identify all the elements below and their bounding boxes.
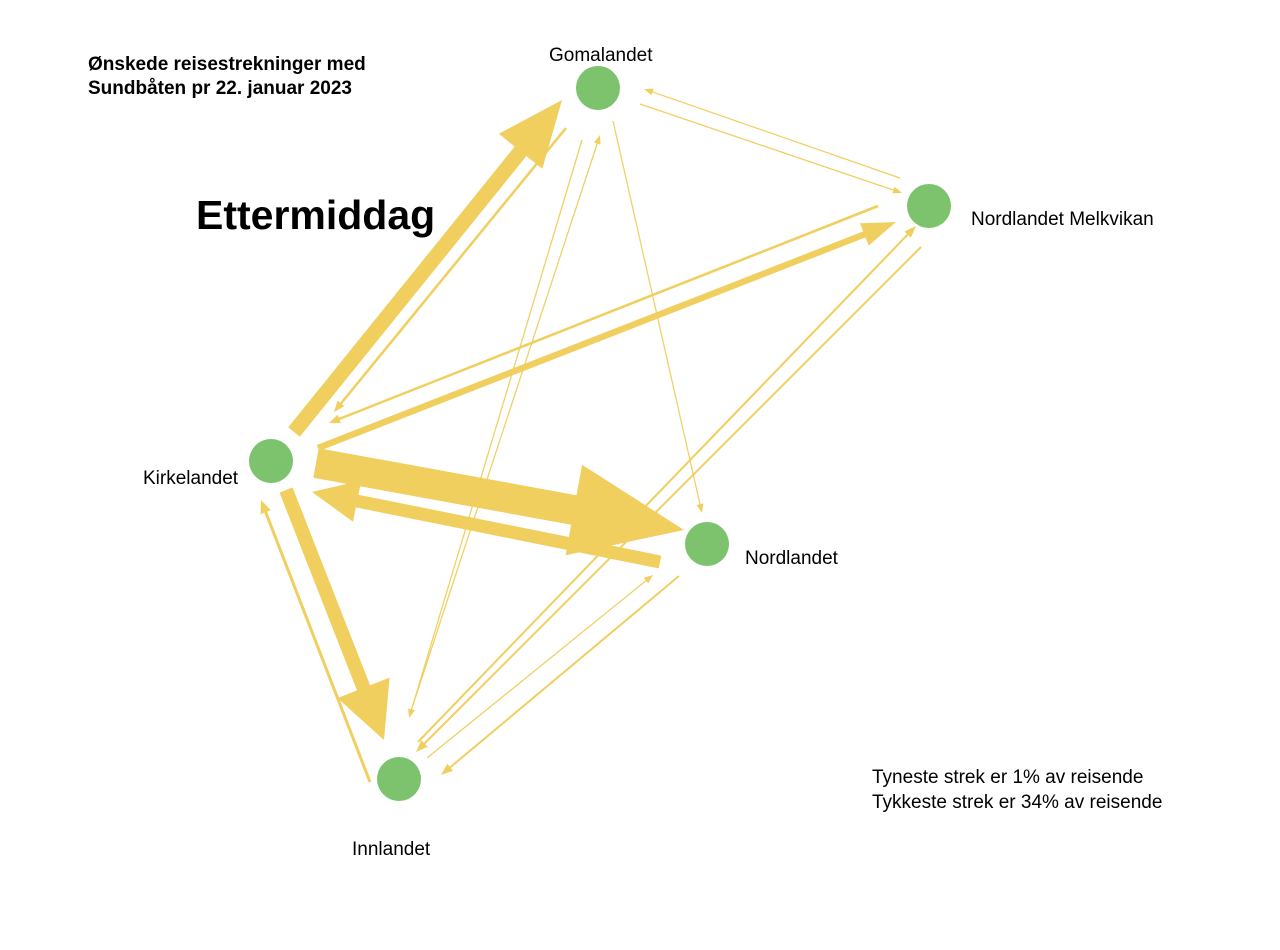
node-markers [249, 66, 951, 801]
flow-arrow-nordlandet-melkvikan-to-kirkelandet [329, 204, 879, 424]
flow-arrow-gomalandet-to-nordlandet [612, 120, 704, 514]
flow-arrow-innlandet-to-nordlandet-melkvikan [417, 226, 916, 743]
node-label-gomalandet: Gomalandet [549, 45, 653, 66]
flow-arrow-gomalandet-to-kirkelandet [334, 127, 567, 412]
flow-arrow-kirkelandet-to-innlandet [279, 487, 390, 740]
diagram-title-line-2: Sundbåten pr 22. januar 2023 [88, 78, 352, 99]
diagram-title: Ønskede reisestrekninger med Sundbåten p… [88, 53, 366, 101]
node-marker-gomalandet [576, 66, 620, 110]
flow-arrow-kirkelandet-to-nordlandet [313, 448, 684, 556]
period-label: Ettermiddag [196, 192, 436, 238]
legend-thickest: Tykkeste strek er 34% av reisende [872, 792, 1163, 813]
flow-arrow-gomalandet-to-innlandet [408, 139, 583, 719]
legend-thinnest: Tyneste strek er 1% av reisende [872, 767, 1144, 788]
node-marker-innlandet [377, 757, 421, 801]
flow-arrow-kirkelandet-to-gomalandet [288, 100, 562, 437]
flow-arrow-nordlandet-melkvikan-to-gomalandet [644, 88, 901, 179]
flow-arrow-nordlandet-to-innlandet [441, 575, 680, 775]
node-label-kirkelandet: Kirkelandet [143, 468, 239, 489]
flow-arrow-innlandet-to-nordlandet [426, 575, 653, 759]
node-marker-kirkelandet [249, 439, 293, 483]
legend: Tyneste strek er 1% av reisende Tykkeste… [872, 765, 1162, 815]
diagram-title-line-1: Ønskede reisestrekninger med [88, 54, 366, 75]
flow-arrows [260, 88, 922, 783]
node-marker-nordlandet-melkvikan [907, 184, 951, 228]
flow-arrow-innlandet-to-kirkelandet [260, 500, 372, 783]
node-label-innlandet: Innlandet [352, 839, 431, 860]
flow-arrow-kirkelandet-to-nordlandet-melkvikan [316, 222, 896, 451]
flow-arrow-nordlandet-to-kirkelandet [312, 480, 662, 569]
flow-arrow-gomalandet-to-nordlandet-melkvikan [639, 103, 902, 194]
flow-arrow-innlandet-to-gomalandet [412, 135, 601, 706]
node-label-nordlandet-melkvikan: Nordlandet Melkvikan [971, 209, 1154, 230]
node-label-nordlandet: Nordlandet [745, 548, 838, 569]
flow-arrow-nordlandet-melkvikan-to-innlandet [416, 246, 922, 753]
node-marker-nordlandet [685, 522, 729, 566]
